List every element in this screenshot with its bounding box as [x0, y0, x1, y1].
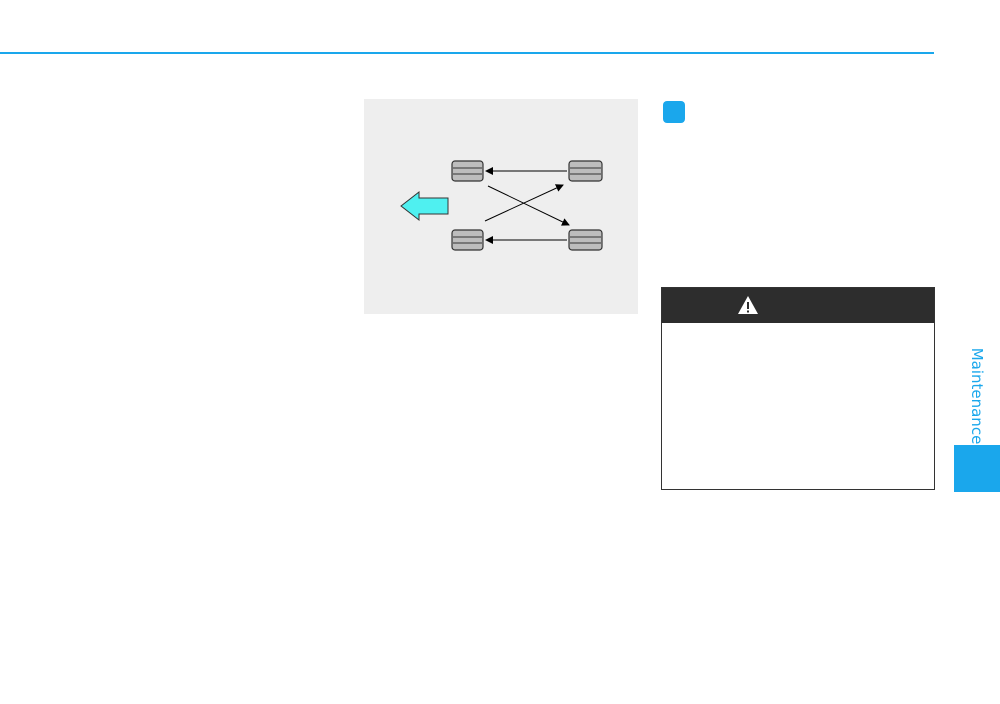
chapter-tab[interactable] [954, 445, 1000, 492]
warning-header [662, 288, 934, 323]
tire-icon-rear-right [568, 229, 603, 251]
chapter-label: Maintenance [968, 347, 986, 445]
front-direction-arrow-icon [400, 190, 449, 222]
warning-triangle-icon [738, 296, 758, 314]
tire-rotation-diagram [400, 160, 603, 251]
tire-icon-rear-left [568, 160, 603, 182]
tire-icon-front-left [451, 160, 484, 182]
rotation-arrow-cross-down [487, 185, 570, 226]
tire-icon-front-right [451, 229, 484, 251]
section-bullet [663, 101, 685, 123]
tire-rotation-figure [364, 99, 638, 314]
header-rule [0, 52, 934, 54]
warning-box [661, 287, 935, 490]
rotation-arrow-cross-up [484, 184, 564, 222]
